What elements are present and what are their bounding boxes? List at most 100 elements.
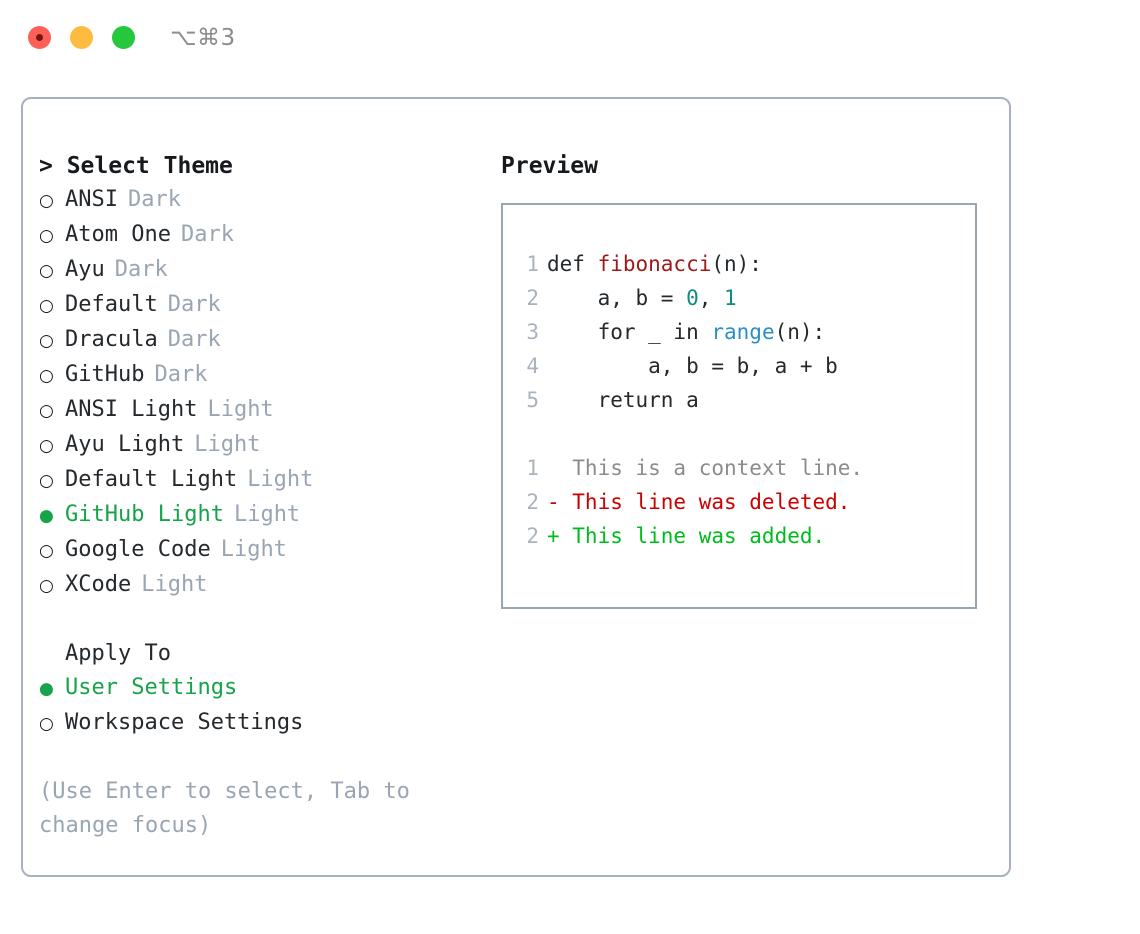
theme-name: XCode [65,572,132,597]
code-line-content: a, b = b, a + b [547,349,838,383]
code-line-number: 2 [526,286,539,310]
theme-category-tag: Dark [127,187,181,212]
theme-category-tag: Light [220,537,287,562]
code-token-number: 0 [686,286,699,310]
zoom-button-icon[interactable] [112,26,135,49]
theme-name: GitHub [65,362,145,387]
theme-picker-heading: > Select Theme [39,153,233,179]
diff-line: 1 This is a context line. [503,451,975,485]
code-token-plain: return a [547,388,699,412]
theme-name: Ayu Light [65,432,185,457]
apply-to-label: User Settings [65,675,238,700]
theme-name: GitHub Light [65,502,224,527]
theme-list-item[interactable]: ○ Default Light Light [39,463,479,498]
theme-name: ANSI [65,187,118,212]
window-controls [28,26,135,49]
theme-category-tag: Light [247,467,314,492]
theme-category-tag: Dark [114,257,168,282]
theme-category-tag: Light [233,502,301,527]
theme-name: Google Code [65,537,211,562]
code-line-number: 3 [526,320,539,344]
code-token-plain: (n): [774,320,826,344]
theme-list-item[interactable]: ○ ANSI Dark [39,183,479,218]
code-token-plain: a, b = b, a + b [547,354,838,378]
radio-unselected-icon[interactable]: ○ [39,436,54,456]
theme-name: Dracula [65,327,158,352]
code-line: 2 a, b = 0, 1 [503,281,975,315]
radio-unselected-icon[interactable]: ○ [39,331,54,351]
code-token-plain: (n): [711,252,762,276]
minimize-button-icon[interactable] [70,26,93,49]
code-line-number: 5 [526,388,539,412]
theme-list-item[interactable]: ● GitHub Light Light [39,498,479,533]
diff-line-context: This is a context line. [547,456,864,480]
code-line-content: for _ in range(n): [547,315,826,349]
radio-unselected-icon[interactable]: ○ [39,366,54,386]
theme-category-tag: Light [194,432,261,457]
radio-unselected-icon[interactable]: ○ [39,296,54,316]
preview-heading: Preview [501,153,598,179]
apply-to-item[interactable]: ● User Settings [39,671,479,706]
code-line-number: 1 [526,252,539,276]
theme-name: Default Light [65,467,238,492]
theme-name: ANSI Light [65,397,198,422]
close-button-icon[interactable] [28,26,51,49]
code-line: 4 a, b = b, a + b [503,349,975,383]
radio-unselected-icon[interactable]: ○ [39,261,54,281]
theme-list-item[interactable]: ○ Ayu Dark [39,253,479,288]
radio-selected-icon[interactable]: ● [39,506,54,526]
radio-unselected-icon[interactable]: ○ [39,541,54,561]
code-line-content: return a [547,383,699,417]
code-token-plain: a, b = [547,286,687,310]
theme-name: Atom One [65,222,171,247]
code-line-number: 4 [526,354,539,378]
radio-selected-icon[interactable]: ● [39,679,54,699]
theme-list-item[interactable]: ○ Dracula Dark [39,323,479,358]
code-token-builtin: range [711,320,775,344]
keyboard-shortcut-label: ⌥⌘3 [170,25,236,51]
diff-line-number: 1 [526,456,539,480]
theme-list-item[interactable]: ○ Atom One Dark [39,218,479,253]
title-bar: ⌥⌘3 [0,0,1140,76]
keyboard-hint-text: (Use Enter to select, Tab to change focu… [39,779,410,838]
theme-category-tag: Dark [167,292,221,317]
diff-sample: 1 This is a context line. 2 - This line wa… [503,451,975,553]
apply-to-title: Apply To [65,641,171,666]
theme-list-item[interactable]: ○ Ayu Light Light [39,428,479,463]
radio-unselected-icon[interactable]: ○ [39,576,54,596]
diff-line: 2+ This line was added. [503,519,975,553]
radio-unselected-icon[interactable]: ○ [39,226,54,246]
apply-to-item[interactable]: ○ Workspace Settings [39,706,479,741]
radio-unselected-icon[interactable]: ○ [39,191,54,211]
radio-unselected-icon[interactable]: ○ [39,714,54,734]
code-token-number: 1 [724,286,737,310]
theme-list-item[interactable]: ○ GitHub Dark [39,358,479,393]
theme-category-tag: Dark [167,327,221,352]
code-line-content: def fibonacci(n): [547,247,762,281]
code-line: 1 def fibonacci(n): [503,247,975,281]
theme-list-item[interactable]: ○ Google Code Light [39,533,479,568]
diff-line-number: 2 [526,524,539,548]
code-diff-spacer [503,417,975,451]
code-token-plain: , [698,286,725,310]
radio-unselected-icon[interactable]: ○ [39,471,54,491]
theme-category-tag: Dark [180,222,234,247]
radio-unselected-icon[interactable]: ○ [39,401,54,421]
diff-line-deleted: - This line was deleted. [547,490,851,514]
apply-to-label: Workspace Settings [65,710,304,735]
code-line-content: a, b = 0, 1 [547,281,737,315]
code-line: 3 for _ in range(n): [503,315,975,349]
apply-to-list[interactable]: ● User Settings ○ Workspace Settings [39,671,479,741]
theme-category-tag: Dark [154,362,208,387]
diff-line-number: 2 [526,490,539,514]
theme-name: Ayu [65,257,105,282]
